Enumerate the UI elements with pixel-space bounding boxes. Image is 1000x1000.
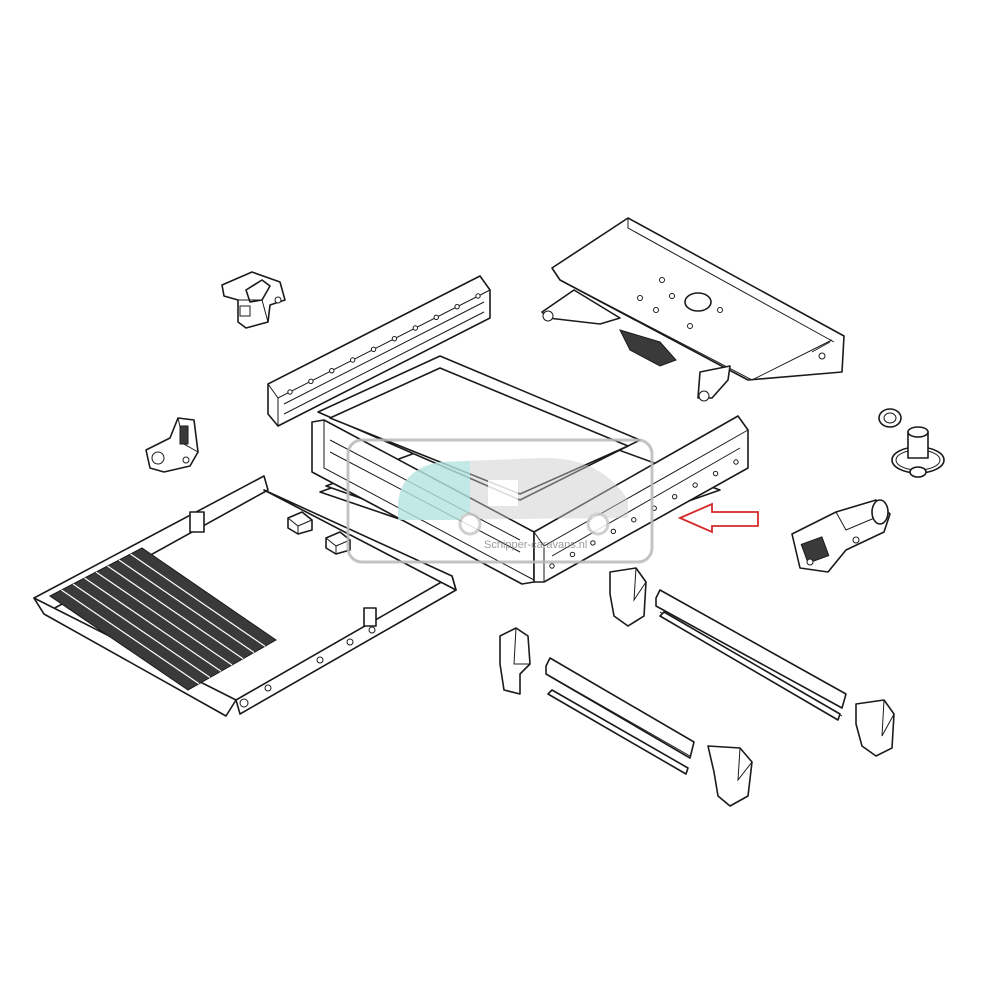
end-cap-front-left [499, 627, 531, 695]
rail-hole [433, 314, 439, 321]
rail-hole [287, 389, 293, 395]
caravan-icon [398, 457, 628, 536]
watermark-frame [346, 438, 654, 564]
rail-hole [712, 470, 719, 477]
rail-hole [475, 293, 481, 299]
rail-hole [454, 303, 460, 310]
tread-groove [61, 589, 200, 685]
rail-hole [308, 378, 314, 385]
tread-groove [118, 559, 255, 653]
rail-hole [610, 528, 617, 535]
rail-hole [549, 563, 555, 569]
rail-hole [569, 551, 576, 558]
lift-mechanism-plate [541, 217, 845, 402]
step-tread [33, 475, 457, 717]
gear [878, 408, 945, 478]
rail-hole [671, 493, 678, 500]
tread-groove [72, 583, 211, 678]
tread-groove [84, 577, 222, 672]
clip-2 [325, 531, 351, 555]
rail-hole [412, 325, 419, 331]
bracket-left [145, 417, 199, 473]
tread-groove [95, 571, 233, 666]
side-rail-upper [267, 275, 491, 427]
watermark: Schipper-caravans.nl [346, 438, 654, 564]
end-cap-back-right [855, 699, 895, 757]
guide-rail-back [655, 589, 847, 721]
rail-hole [349, 357, 356, 363]
rail-hole [692, 482, 698, 488]
arrow-left-icon [677, 502, 759, 534]
end-cap-front-right [707, 745, 753, 807]
tread-groove [107, 565, 244, 660]
rail-hole [370, 346, 377, 353]
rail-hole [590, 540, 596, 546]
guide-rail-front [545, 657, 695, 775]
rail-hole [631, 517, 637, 523]
clip-1 [287, 511, 313, 535]
rail-hole [329, 367, 335, 374]
rail-hole [391, 335, 398, 342]
end-cap-back-left [609, 567, 647, 627]
motor [791, 499, 891, 573]
rail-hole [733, 459, 739, 465]
tread-groove [130, 553, 266, 647]
watermark-text: Schipper-caravans.nl [484, 539, 587, 551]
bracket-top-left [221, 271, 286, 329]
